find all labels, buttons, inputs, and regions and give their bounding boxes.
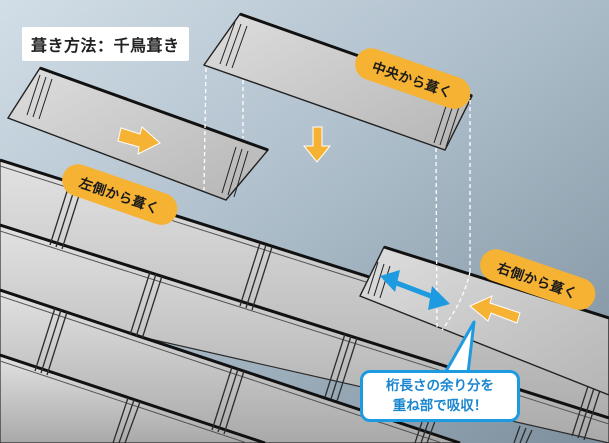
overlap-callout: 桁長さの余り分を 重ね部で吸収！ bbox=[360, 370, 520, 422]
roof-course-4 bbox=[0, 353, 266, 443]
arrow-down-icon bbox=[302, 126, 332, 163]
callout-line-2: 重ね部で吸収！ bbox=[392, 398, 488, 414]
arrow-left-icon bbox=[469, 295, 521, 324]
panel-joints bbox=[34, 181, 603, 443]
overlap-double-arrow-icon bbox=[380, 270, 450, 310]
method-title: 葺き方法：千鳥葺き bbox=[22, 27, 189, 61]
arrow-right-icon bbox=[117, 126, 161, 155]
guide-lines bbox=[203, 67, 471, 331]
callout-line-1: 桁長さの余り分を bbox=[386, 378, 494, 394]
